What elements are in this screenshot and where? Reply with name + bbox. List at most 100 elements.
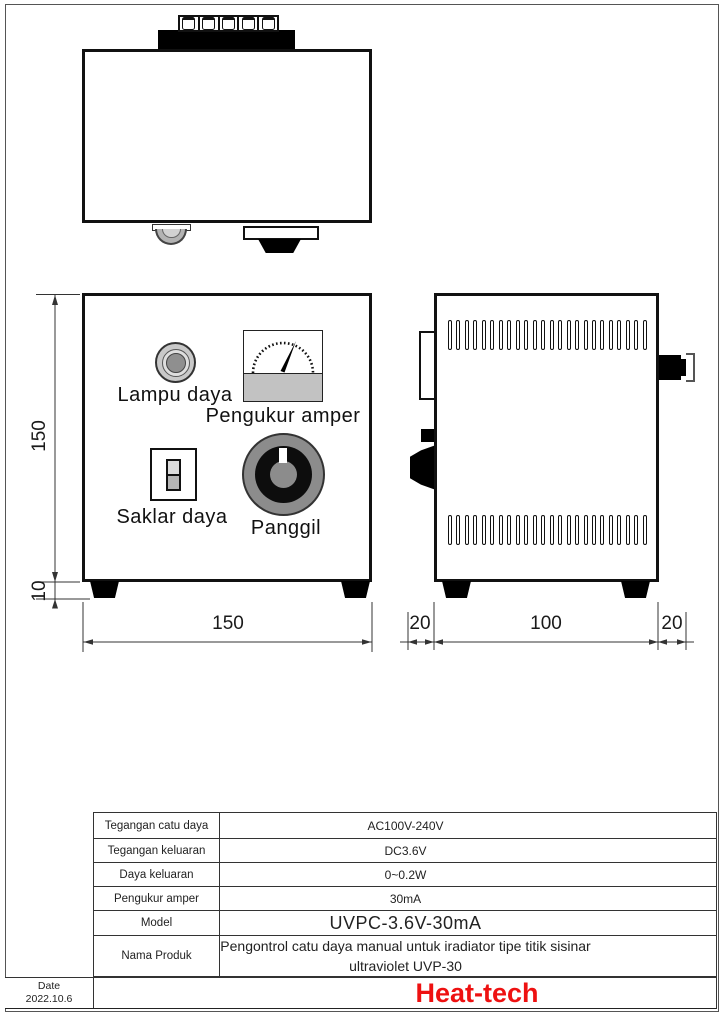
- power-lamp-ring: [161, 348, 190, 377]
- spec-label: Nama Produk: [94, 936, 220, 976]
- top-view-body: [82, 49, 372, 223]
- power-switch-label: Saklar daya: [116, 506, 228, 528]
- vent-slot: [549, 515, 554, 545]
- side-connector-stub: [681, 359, 687, 376]
- vent-slot: [600, 515, 605, 545]
- vent-slot: [481, 515, 486, 545]
- vent-slot: [558, 515, 563, 545]
- vent-slot: [490, 515, 495, 545]
- front-foot-right: [341, 581, 370, 598]
- vent-slot: [575, 320, 580, 350]
- ammeter-dial: [251, 341, 315, 373]
- top-view-knob: [258, 239, 301, 253]
- terminal-cell: [220, 17, 240, 30]
- spec-row: Daya keluaran 0~0.2W: [94, 862, 716, 886]
- vent-slot: [524, 320, 529, 350]
- spec-label: Daya keluaran: [94, 863, 220, 886]
- spec-row: Tegangan keluaran DC3.6V: [94, 838, 716, 862]
- spec-label: Pengukur amper: [94, 887, 220, 910]
- vent-slot: [608, 515, 613, 545]
- vent-slot: [583, 320, 588, 350]
- vent-slot: [464, 515, 469, 545]
- dial-label: Panggil: [250, 517, 322, 539]
- terminal-strip: [178, 15, 279, 32]
- vent-slot: [566, 515, 571, 545]
- title-block: Date 2022.10.6 Heat-tech: [5, 977, 717, 1009]
- vent-slot: [541, 320, 546, 350]
- vent-slot: [473, 515, 478, 545]
- dim-front-width: 150: [212, 613, 244, 634]
- spec-value: DC3.6V: [384, 843, 427, 858]
- vent-slot: [524, 515, 529, 545]
- vent-slot: [498, 515, 503, 545]
- terminal-cell: [180, 17, 200, 30]
- vent-slot: [625, 515, 630, 545]
- vent-slot: [464, 320, 469, 350]
- side-foot-right: [621, 581, 650, 598]
- dim-foot-height: 10: [29, 580, 50, 602]
- vent-slot: [448, 515, 452, 545]
- terminal-cell: [200, 17, 220, 30]
- rocker-top: [168, 460, 179, 476]
- spec-value: 0~0.2W: [384, 867, 427, 882]
- ammeter-needle: [280, 341, 296, 373]
- terminal-screw-icon: [261, 17, 275, 30]
- dim-side-depth: 100: [530, 613, 562, 634]
- front-panel: [82, 293, 372, 582]
- date-value: 2022.10.6: [25, 993, 73, 1005]
- power-lamp-center: [165, 352, 186, 373]
- power-lamp: [155, 342, 196, 383]
- vent-slot: [608, 320, 613, 350]
- vent-slot: [507, 320, 512, 350]
- vent-slot: [541, 515, 546, 545]
- vent-slot: [481, 320, 486, 350]
- spec-label: Tegangan keluaran: [94, 839, 220, 862]
- vent-slot: [591, 515, 596, 545]
- brand-cell: Heat-tech: [94, 978, 716, 1008]
- brand-logo: Heat-tech: [415, 977, 539, 1008]
- vent-slot: [515, 320, 520, 350]
- date-cell: Date 2022.10.6: [5, 978, 94, 1008]
- spec-value: Pengontrol catu daya manual untuk iradia…: [220, 938, 591, 974]
- vent-slot: [549, 320, 554, 350]
- vent-slot: [507, 515, 512, 545]
- vent-row-bottom: [448, 515, 647, 545]
- vent-slot: [642, 320, 647, 350]
- vent-slot: [456, 515, 461, 545]
- vent-slot: [490, 320, 495, 350]
- vent-slot: [515, 515, 520, 545]
- side-connector: [658, 355, 681, 380]
- vent-slot: [575, 515, 580, 545]
- terminal-screw-icon: [202, 17, 216, 30]
- side-connector-bracket: [686, 353, 695, 382]
- terminal-screw-icon: [241, 17, 255, 30]
- front-foot-left: [90, 581, 119, 598]
- vent-slot: [591, 320, 596, 350]
- spec-value: UVPC-3.6V-30mA: [329, 912, 482, 933]
- dim-side-front-offset: 20: [409, 613, 431, 634]
- vent-slot: [498, 320, 503, 350]
- vent-slot: [634, 320, 639, 350]
- dial-knob-center: [270, 461, 297, 488]
- terminal-screw-icon: [221, 17, 235, 30]
- ammeter-lower-panel: [244, 373, 322, 401]
- spec-value: AC100V-240V: [367, 818, 444, 833]
- ammeter-label: Pengukur amper: [205, 405, 361, 427]
- vent-slot: [532, 320, 537, 350]
- vent-slot: [617, 320, 622, 350]
- vent-slot: [566, 320, 571, 350]
- terminal-block-base: [158, 30, 295, 52]
- vent-slot: [473, 320, 478, 350]
- side-foot-left: [442, 581, 471, 598]
- vent-slot: [617, 515, 622, 545]
- terminal-cell: [239, 17, 260, 30]
- vent-slot: [456, 320, 461, 350]
- power-lamp-label: Lampu daya: [117, 384, 233, 406]
